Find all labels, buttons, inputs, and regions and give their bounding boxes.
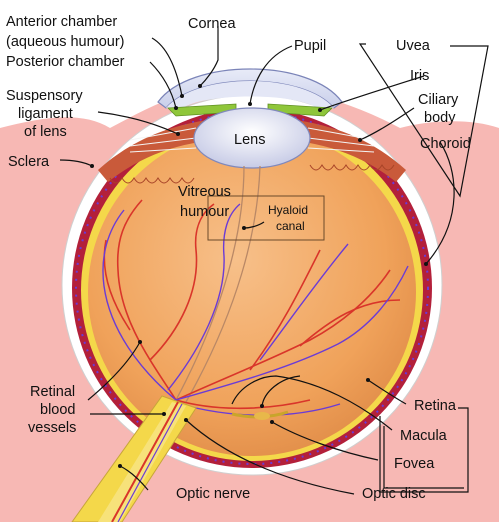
ciliary-processes: [109, 164, 395, 184]
label-anterior-chamber-line1: Anterior chamber: [6, 14, 117, 30]
label-optic-nerve: Optic nerve: [176, 486, 250, 502]
label-lens: Lens: [234, 132, 265, 148]
label-suspensory-line2: ligament: [18, 106, 73, 122]
label-suspensory-line1: Suspensory: [6, 88, 83, 104]
choroid-vessels-dots: [75, 111, 429, 465]
label-vitreous-line1: Vitreous: [178, 184, 231, 200]
label-hyaloid-line1: Hyaloid: [268, 203, 308, 217]
label-anterior-chamber-line2: (aqueous humour): [6, 34, 125, 50]
optic-nerve-core: [98, 402, 186, 522]
label-iris: Iris: [410, 68, 429, 84]
central-retinal-vein: [117, 403, 183, 522]
label-posterior-chamber: Posterior chamber: [6, 54, 125, 70]
label-ciliary-line1: Ciliary: [418, 92, 459, 108]
label-ciliary-line2: body: [424, 110, 456, 126]
label-retinal-line1: Retinal: [30, 384, 75, 400]
lens-body: [193, 107, 311, 169]
label-suspensory-line3: of lens: [24, 124, 67, 140]
label-fovea: Fovea: [394, 456, 435, 472]
label-pupil: Pupil: [294, 38, 326, 54]
central-retinal-artery: [111, 401, 179, 522]
label-retinal-line3: vessels: [28, 420, 76, 436]
label-choroid: Choroid: [420, 136, 471, 152]
label-retinal-line2: blood: [40, 402, 75, 418]
label-cornea: Cornea: [188, 16, 236, 32]
label-macula: Macula: [400, 428, 448, 444]
vitreous-body: [88, 128, 416, 456]
anterior-chamber: [166, 81, 334, 110]
label-vitreous-line2: humour: [180, 204, 229, 220]
label-sclera: Sclera: [8, 154, 50, 170]
suspensory-ligament: [129, 127, 375, 153]
label-uvea: Uvea: [396, 38, 431, 54]
labels: Cornea Anterior chamber (aqueous humour)…: [6, 14, 471, 502]
hyaloid-canal: [175, 165, 261, 403]
fovea-pit: [254, 412, 270, 420]
retinal-vessels-red: [103, 199, 401, 410]
label-hyaloid-line2: canal: [276, 219, 305, 233]
label-optic-disc: Optic disc: [362, 486, 426, 502]
leader-lines: [59, 26, 489, 495]
label-retina: Retina: [414, 398, 457, 414]
retinal-vessels-blue: [102, 203, 409, 416]
